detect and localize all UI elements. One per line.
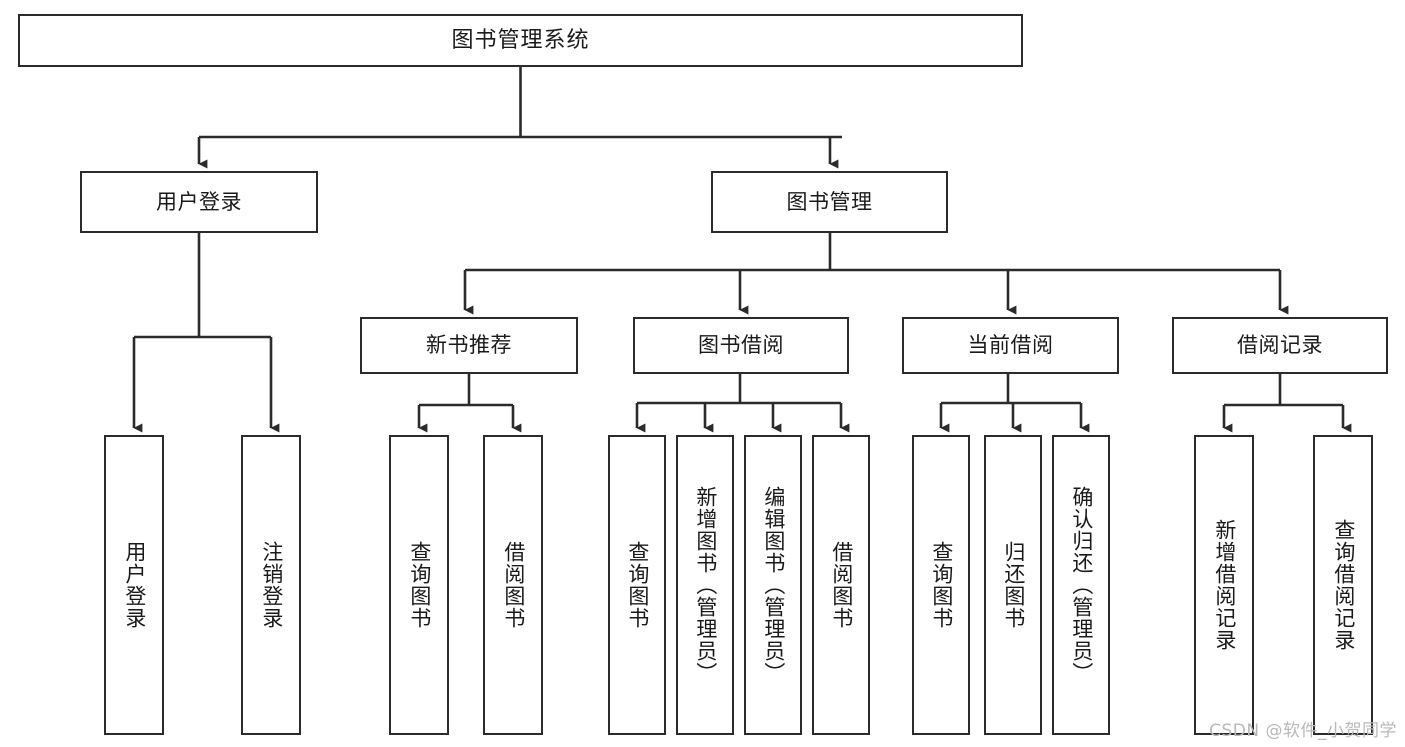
node-leaf-borrow-book-2[interactable]: 借阅图书 [812, 435, 870, 735]
node-leaf-confirm-return[interactable]: 确认归还（管理员） [1052, 435, 1110, 735]
node-book-manage[interactable]: 图书管理 [711, 171, 948, 233]
node-leaf-edit-book-label: 编辑图书（管理员） [761, 486, 786, 684]
node-leaf-add-book[interactable]: 新增图书（管理员） [676, 435, 734, 735]
node-leaf-borrow-book-1[interactable]: 借阅图书 [483, 435, 543, 735]
node-leaf-query-record[interactable]: 查询借阅记录 [1313, 435, 1373, 735]
node-leaf-query-book-2-label: 查询图书 [625, 541, 650, 629]
node-borrow-record[interactable]: 借阅记录 [1172, 317, 1388, 374]
node-leaf-borrow-book-1-label: 借阅图书 [501, 541, 526, 629]
node-current-borrow-label: 当前借阅 [967, 333, 1054, 358]
node-book-borrow[interactable]: 图书借阅 [633, 317, 849, 374]
node-leaf-return-book[interactable]: 归还图书 [984, 435, 1042, 735]
node-leaf-logout[interactable]: 注销登录 [241, 435, 301, 735]
node-book-borrow-label: 图书借阅 [698, 333, 784, 358]
node-leaf-confirm-return-label: 确认归还（管理员） [1069, 486, 1094, 684]
node-new-book-recommend-label: 新书推荐 [426, 333, 512, 358]
node-leaf-query-book-3-label: 查询图书 [929, 541, 954, 629]
node-leaf-logout-label: 注销登录 [259, 541, 284, 629]
node-user-login[interactable]: 用户登录 [80, 171, 318, 233]
node-user-login-label: 用户登录 [156, 189, 242, 214]
node-leaf-user-login[interactable]: 用户登录 [104, 435, 164, 735]
watermark: CSDN @软件_小贺同学 [1209, 721, 1397, 741]
node-borrow-record-label: 借阅记录 [1237, 333, 1323, 358]
node-leaf-add-record[interactable]: 新增借阅记录 [1194, 435, 1254, 735]
node-leaf-query-book-3[interactable]: 查询图书 [912, 435, 970, 735]
node-leaf-add-record-label: 新增借阅记录 [1212, 519, 1237, 651]
node-leaf-borrow-book-2-label: 借阅图书 [829, 541, 854, 629]
node-leaf-return-book-label: 归还图书 [1001, 541, 1026, 629]
node-root-label: 图书管理系统 [451, 27, 590, 53]
node-leaf-user-login-label: 用户登录 [122, 541, 147, 629]
node-leaf-query-book-1-label: 查询图书 [407, 541, 432, 629]
node-root[interactable]: 图书管理系统 [18, 14, 1023, 67]
node-leaf-add-book-label: 新增图书（管理员） [693, 486, 718, 684]
node-leaf-query-book-2[interactable]: 查询图书 [608, 435, 666, 735]
node-new-book-recommend[interactable]: 新书推荐 [360, 317, 578, 374]
node-leaf-edit-book[interactable]: 编辑图书（管理员） [744, 435, 802, 735]
node-leaf-query-book-1[interactable]: 查询图书 [389, 435, 449, 735]
node-leaf-query-record-label: 查询借阅记录 [1331, 519, 1356, 651]
node-current-borrow[interactable]: 当前借阅 [902, 317, 1119, 374]
node-book-manage-label: 图书管理 [786, 189, 873, 214]
